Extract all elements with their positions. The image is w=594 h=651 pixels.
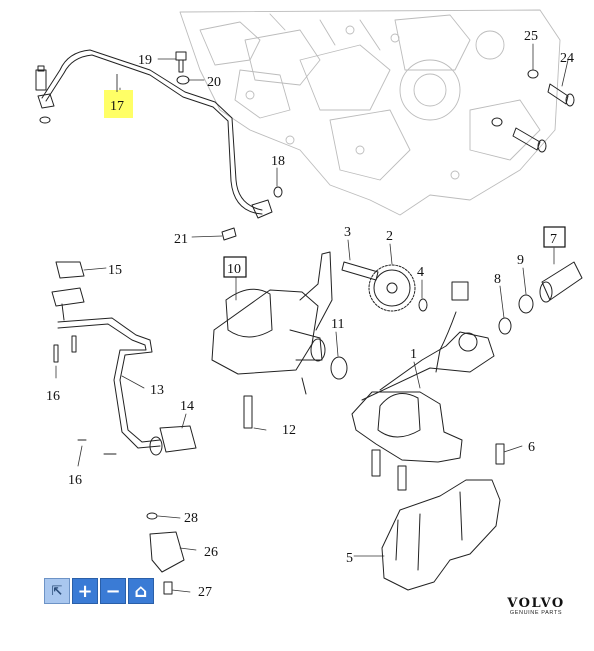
highlight-17 [104, 90, 133, 118]
pipe-17 [35, 49, 273, 219]
callout-1[interactable]: 1 [410, 347, 417, 362]
zoom-in-button[interactable]: + [72, 578, 98, 604]
callout-27[interactable]: 27 [198, 585, 212, 600]
callout-4[interactable]: 4 [417, 265, 424, 280]
callout-24[interactable]: 24 [560, 51, 574, 66]
callout-14[interactable]: 14 [180, 399, 194, 414]
callout-3[interactable]: 3 [344, 225, 351, 240]
pump-10 [211, 251, 348, 429]
callout-9[interactable]: 9 [517, 253, 524, 268]
select-tool-button[interactable]: ⇱ [44, 578, 70, 604]
callout-2[interactable]: 2 [386, 229, 393, 244]
diagram-toolbar: ⇱ + − ⌂ [44, 578, 154, 604]
callout-5[interactable]: 5 [346, 551, 353, 566]
callout-28[interactable]: 28 [184, 511, 198, 526]
callout-20[interactable]: 20 [207, 75, 221, 90]
bracket-26 [146, 512, 185, 595]
brand-subtitle: GENUINE PARTS [509, 610, 563, 616]
callout-19[interactable]: 19 [138, 53, 152, 68]
bolt-24-25 [491, 69, 575, 153]
callout-25[interactable]: 25 [524, 29, 538, 44]
minus-icon: − [105, 580, 121, 602]
brand-logo: VOLVO GENUINE PARTS [498, 596, 574, 616]
leader-lines [55, 43, 569, 593]
bolt-19 [175, 51, 190, 85]
bracket-assembly-13 [51, 261, 197, 456]
callout-17[interactable]: 17 [110, 99, 124, 114]
zoom-out-button[interactable]: − [100, 578, 126, 604]
callout-18[interactable]: 18 [271, 154, 285, 169]
tube-7 [498, 261, 583, 335]
home-icon: ⌂ [134, 580, 148, 602]
plus-icon: + [77, 580, 93, 602]
callout-15[interactable]: 15 [108, 263, 122, 278]
callout-13[interactable]: 13 [150, 383, 164, 398]
callout-11[interactable]: 11 [331, 317, 344, 332]
baffle-5 [381, 479, 501, 591]
sprocket-2 [341, 261, 428, 312]
oil-pump-1 [351, 281, 505, 491]
home-button[interactable]: ⌂ [128, 578, 154, 604]
callout-box-10 [223, 256, 247, 278]
bolt-21 [221, 186, 283, 241]
callout-box-7 [543, 226, 566, 248]
callout-12[interactable]: 12 [282, 423, 296, 438]
brand-name: VOLVO [507, 596, 565, 611]
callout-6[interactable]: 6 [528, 440, 535, 455]
callout-8[interactable]: 8 [494, 272, 501, 287]
callout-7[interactable]: 7 [550, 232, 557, 247]
callout-21[interactable]: 21 [174, 232, 188, 247]
callout-26[interactable]: 26 [204, 545, 218, 560]
callout-10[interactable]: 10 [227, 262, 241, 277]
callout-16a[interactable]: 16 [46, 389, 60, 404]
callout-16b[interactable]: 16 [68, 473, 82, 488]
cursor-icon: ⇱ [51, 583, 63, 599]
